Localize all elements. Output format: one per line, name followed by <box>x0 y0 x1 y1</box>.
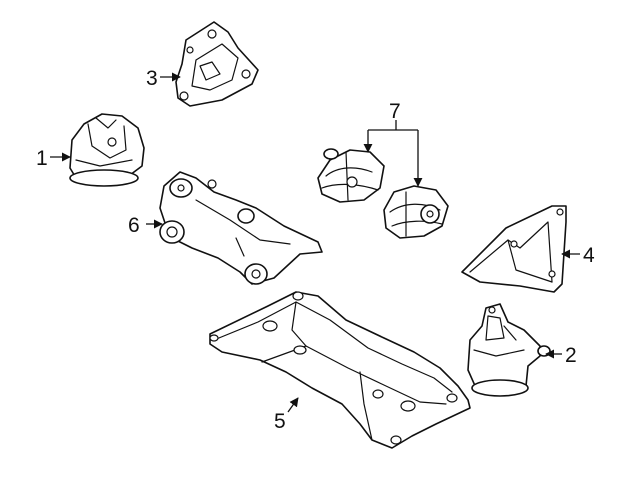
callout-2: 2 <box>565 344 577 367</box>
callout-4: 4 <box>583 244 595 267</box>
callout-labels: 1 2 3 4 5 6 7 <box>36 67 595 433</box>
part-3-bracket-plate <box>175 21 259 107</box>
callout-5: 5 <box>274 410 286 433</box>
leader-7 <box>368 120 418 131</box>
leader-lines <box>50 72 580 413</box>
part-7-rubber-mount-b <box>383 185 449 239</box>
part-5-crossmember <box>209 291 471 449</box>
part-7-rubber-mount-a <box>317 148 385 203</box>
leader-5 <box>287 397 299 413</box>
part-4-side-bracket <box>461 205 567 293</box>
part-2-engine-mount <box>467 303 551 397</box>
callout-1: 1 <box>36 147 48 170</box>
callout-6: 6 <box>128 214 140 237</box>
part-6-mounting-arm <box>159 171 323 285</box>
callout-3: 3 <box>146 67 158 90</box>
callout-7: 7 <box>389 100 401 123</box>
part-1-engine-mount <box>69 113 145 187</box>
